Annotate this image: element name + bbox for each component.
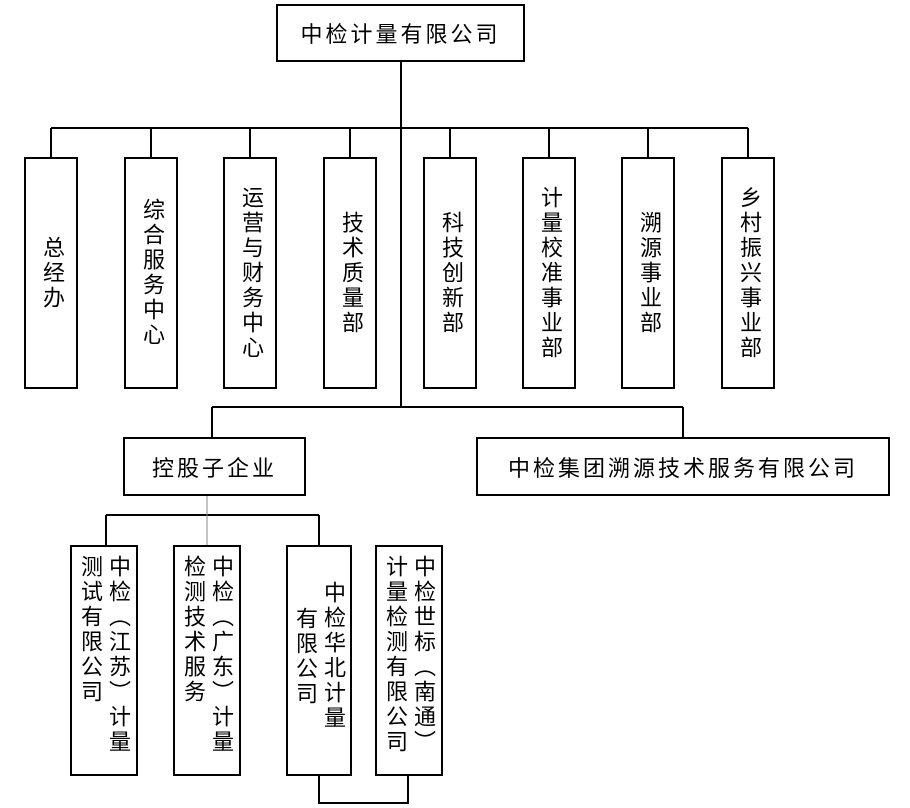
department-label: 技术质量部: [338, 210, 363, 336]
department-box-5: 科技创新部: [423, 157, 477, 389]
department-box-1: 总经办: [24, 157, 78, 389]
root-company-box: 中检计量有限公司: [276, 4, 525, 62]
group-company-label: 中检集团溯源技术服务有限公司: [507, 456, 858, 482]
department-label: 科技创新部: [438, 210, 463, 336]
subsidiary-name-part2: 计量检测有限公司: [382, 555, 407, 755]
subsidiary-name-part2: 有限公司: [292, 607, 317, 707]
root-company-label: 中检计量有限公司: [300, 23, 501, 48]
holdings-box: 控股子企业: [123, 437, 306, 496]
subsidiary-name-part1: 中检世标（南通）: [410, 555, 435, 755]
department-label: 运营与财务中心: [238, 185, 263, 361]
holdings-label: 控股子企业: [151, 456, 277, 482]
department-box-8: 乡村振兴事业部: [721, 157, 775, 389]
department-box-4: 技术质量部: [323, 157, 377, 389]
subsidiary-box-3: 中检华北计量 有限公司: [286, 545, 352, 776]
department-box-6: 计量校准事业部: [522, 157, 576, 389]
department-label: 综合服务中心: [139, 198, 164, 348]
department-label: 计量校准事业部: [537, 185, 562, 361]
subsidiary-box-2: 中检（广东）计量 检测技术服务: [173, 545, 241, 776]
department-box-3: 运营与财务中心: [223, 157, 277, 389]
subsidiary-name-part2: 测试有限公司: [77, 555, 102, 705]
sub-bottom-link: [318, 776, 409, 804]
subsidiary-box-4: 中检世标（南通） 计量检测有限公司: [375, 545, 443, 776]
department-label: 乡村振兴事业部: [736, 185, 761, 361]
department-box-7: 溯源事业部: [621, 157, 675, 389]
department-label: 溯源事业部: [636, 210, 661, 336]
group-company-box: 中检集团溯源技术服务有限公司: [476, 437, 890, 496]
department-label: 总经办: [39, 235, 64, 311]
subsidiary-name-part1: 中检（广东）计量: [208, 555, 233, 755]
subsidiary-name-part1: 中检华北计量: [320, 581, 345, 731]
subsidiary-name-part1: 中检（江苏）计量: [105, 555, 130, 755]
department-box-2: 综合服务中心: [124, 157, 178, 389]
subsidiary-name-part2: 检测技术服务: [180, 555, 205, 705]
subsidiary-box-1: 中检（江苏）计量 测试有限公司: [70, 545, 138, 776]
